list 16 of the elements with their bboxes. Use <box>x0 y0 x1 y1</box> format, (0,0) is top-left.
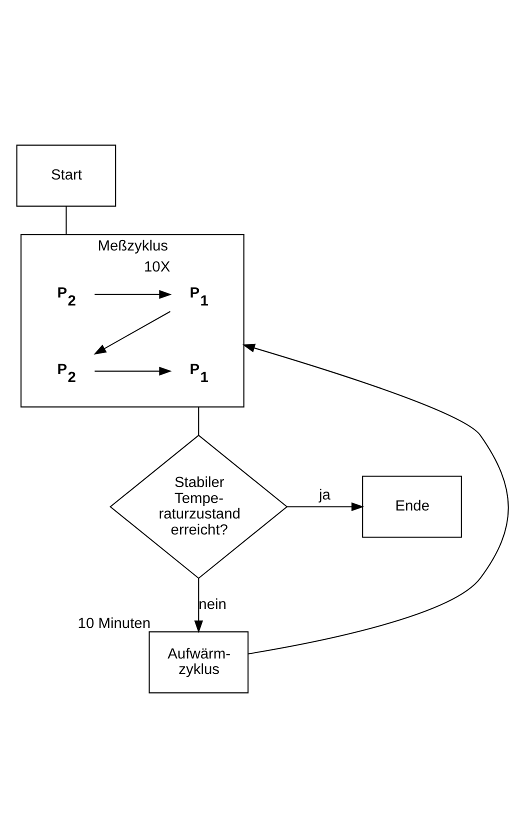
node-label: 10X <box>144 259 170 276</box>
connector <box>66 206 67 234</box>
node-diamond: Stabiler Tempe- raturzustand erreicht? <box>110 434 288 578</box>
edge-label: ja <box>318 487 330 504</box>
arrow <box>286 502 364 511</box>
arrow <box>94 310 170 354</box>
node-label: 10 Minuten <box>78 615 151 632</box>
arrow <box>94 290 172 298</box>
connector <box>198 406 200 435</box>
arrow <box>194 578 204 633</box>
edge-label: nein <box>198 596 226 612</box>
node-box: Aufwärm- zyklus <box>148 630 249 693</box>
arrow <box>242 343 509 654</box>
node-box: Ende <box>362 475 462 538</box>
node-box: Start <box>16 144 116 206</box>
arrow <box>94 366 172 376</box>
